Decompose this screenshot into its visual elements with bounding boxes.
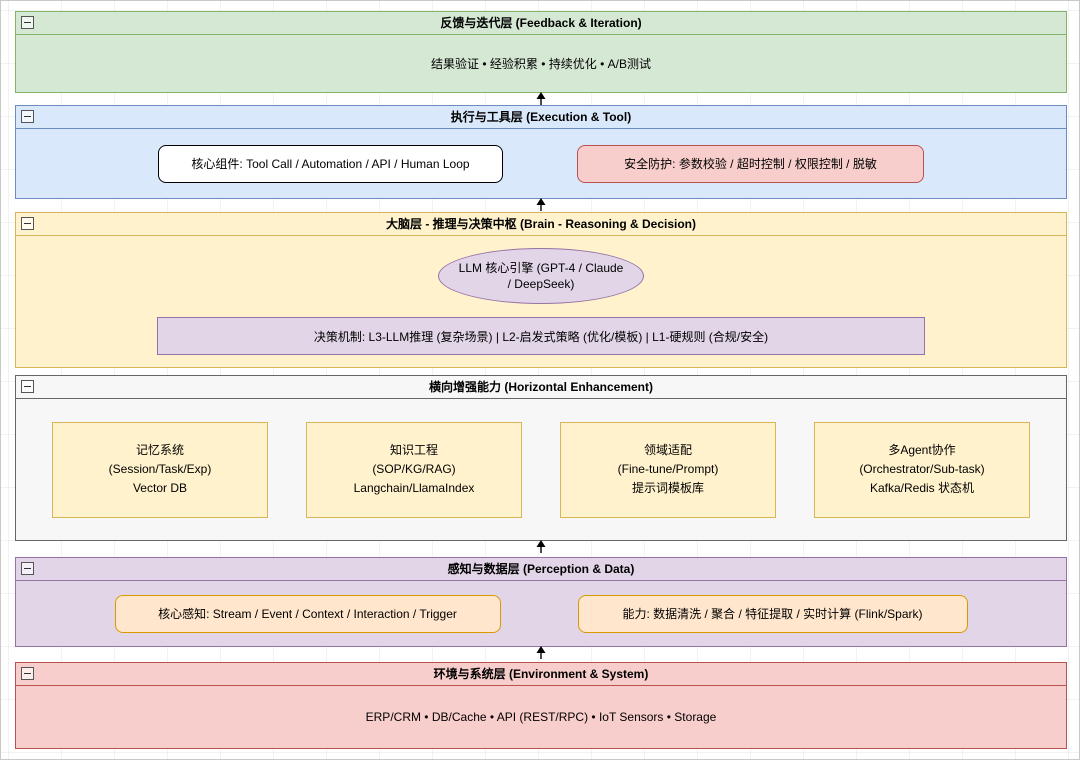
multi-agent-card[interactable]: 多Agent协作 (Orchestrator/Sub-task) Kafka/R…	[814, 421, 1030, 518]
layer-title: 横向增强能力 (Horizontal Enhancement)	[428, 380, 653, 394]
domain-adaptation-card[interactable]: 领域适配 (Fine-tune/Prompt) 提示词模板库	[560, 421, 776, 518]
layer-title: 执行与工具层 (Execution & Tool)	[450, 110, 632, 124]
decision-mechanism-label: 决策机制: L3-LLM推理 (复杂场景) | L2-启发式策略 (优化/模板)…	[313, 329, 769, 344]
collapse-icon[interactable]	[21, 667, 34, 680]
data-capability-box[interactable]: 能力: 数据清洗 / 聚合 / 特征提取 / 实时计算 (Flink/Spark…	[577, 594, 968, 633]
collapse-icon[interactable]	[21, 217, 34, 230]
layer-body: 核心感知: Stream / Event / Context / Interac…	[16, 581, 1066, 646]
layer-brain-reasoning[interactable]: 大脑层 - 推理与决策中枢 (Brain - Reasoning & Decis…	[15, 212, 1067, 368]
layer-header: 环境与系统层 (Environment & System)	[16, 663, 1066, 686]
up-arrow[interactable]	[534, 540, 548, 553]
layer-title: 大脑层 - 推理与决策中枢 (Brain - Reasoning & Decis…	[385, 217, 697, 231]
feedback-summary-text: 结果验证 • 经验积累 • 持续优化 • A/B测试	[431, 57, 651, 71]
layer-header: 感知与数据层 (Perception & Data)	[16, 558, 1066, 581]
layer-environment-system[interactable]: 环境与系统层 (Environment & System) ERP/CRM • …	[15, 662, 1067, 749]
layer-header: 大脑层 - 推理与决策中枢 (Brain - Reasoning & Decis…	[16, 213, 1066, 236]
layer-body: 结果验证 • 经验积累 • 持续优化 • A/B测试	[16, 35, 1066, 92]
up-arrow[interactable]	[534, 92, 548, 105]
layer-title: 反馈与迭代层 (Feedback & Iteration)	[440, 16, 642, 30]
layer-feedback-iteration[interactable]: 反馈与迭代层 (Feedback & Iteration) 结果验证 • 经验积…	[15, 11, 1067, 93]
layer-body: 记忆系统 (Session/Task/Exp) Vector DB 知识工程 (…	[16, 399, 1066, 540]
layer-body: ERP/CRM • DB/Cache • API (REST/RPC) • Io…	[16, 686, 1066, 748]
core-components-label: 核心组件: Tool Call / Automation / API / Hum…	[191, 157, 470, 171]
up-arrow[interactable]	[534, 198, 548, 211]
security-guard-box[interactable]: 安全防护: 参数校验 / 超时控制 / 权限控制 / 脱敏	[577, 144, 924, 183]
layer-horizontal-enhancement[interactable]: 横向增强能力 (Horizontal Enhancement) 记忆系统 (Se…	[15, 375, 1067, 541]
llm-engine-label: LLM 核心引擎 (GPT-4 / Claude / DeepSeek)	[458, 260, 624, 291]
layer-title: 感知与数据层 (Perception & Data)	[447, 562, 635, 576]
layer-title: 环境与系统层 (Environment & System)	[433, 667, 649, 681]
decision-mechanism-bar[interactable]: 决策机制: L3-LLM推理 (复杂场景) | L2-启发式策略 (优化/模板)…	[157, 317, 925, 355]
layer-header: 执行与工具层 (Execution & Tool)	[16, 106, 1066, 129]
up-arrow[interactable]	[534, 646, 548, 659]
layer-execution-tool[interactable]: 执行与工具层 (Execution & Tool) 核心组件: Tool Cal…	[15, 105, 1067, 199]
perception-core-label: 核心感知: Stream / Event / Context / Interac…	[158, 607, 457, 621]
layer-header: 横向增强能力 (Horizontal Enhancement)	[16, 376, 1066, 399]
core-components-box[interactable]: 核心组件: Tool Call / Automation / API / Hum…	[158, 144, 503, 183]
layer-header: 反馈与迭代层 (Feedback & Iteration)	[16, 12, 1066, 35]
collapse-icon[interactable]	[21, 16, 34, 29]
collapse-icon[interactable]	[21, 110, 34, 123]
collapse-icon[interactable]	[21, 562, 34, 575]
perception-core-box[interactable]: 核心感知: Stream / Event / Context / Interac…	[114, 594, 501, 633]
data-capability-label: 能力: 数据清洗 / 聚合 / 特征提取 / 实时计算 (Flink/Spark…	[622, 607, 923, 621]
layer-perception-data[interactable]: 感知与数据层 (Perception & Data) 核心感知: Stream …	[15, 557, 1067, 647]
environment-systems-text: ERP/CRM • DB/Cache • API (REST/RPC) • Io…	[365, 710, 717, 724]
layer-body: 核心组件: Tool Call / Automation / API / Hum…	[16, 129, 1066, 198]
collapse-icon[interactable]	[21, 380, 34, 393]
knowledge-engineering-card[interactable]: 知识工程 (SOP/KG/RAG) Langchain/LlamaIndex	[306, 421, 522, 518]
llm-engine-ellipse[interactable]: LLM 核心引擎 (GPT-4 / Claude / DeepSeek)	[438, 248, 644, 304]
layer-body: LLM 核心引擎 (GPT-4 / Claude / DeepSeek) 决策机…	[16, 236, 1066, 367]
memory-system-card[interactable]: 记忆系统 (Session/Task/Exp) Vector DB	[52, 421, 268, 518]
security-guard-label: 安全防护: 参数校验 / 超时控制 / 权限控制 / 脱敏	[624, 157, 877, 171]
